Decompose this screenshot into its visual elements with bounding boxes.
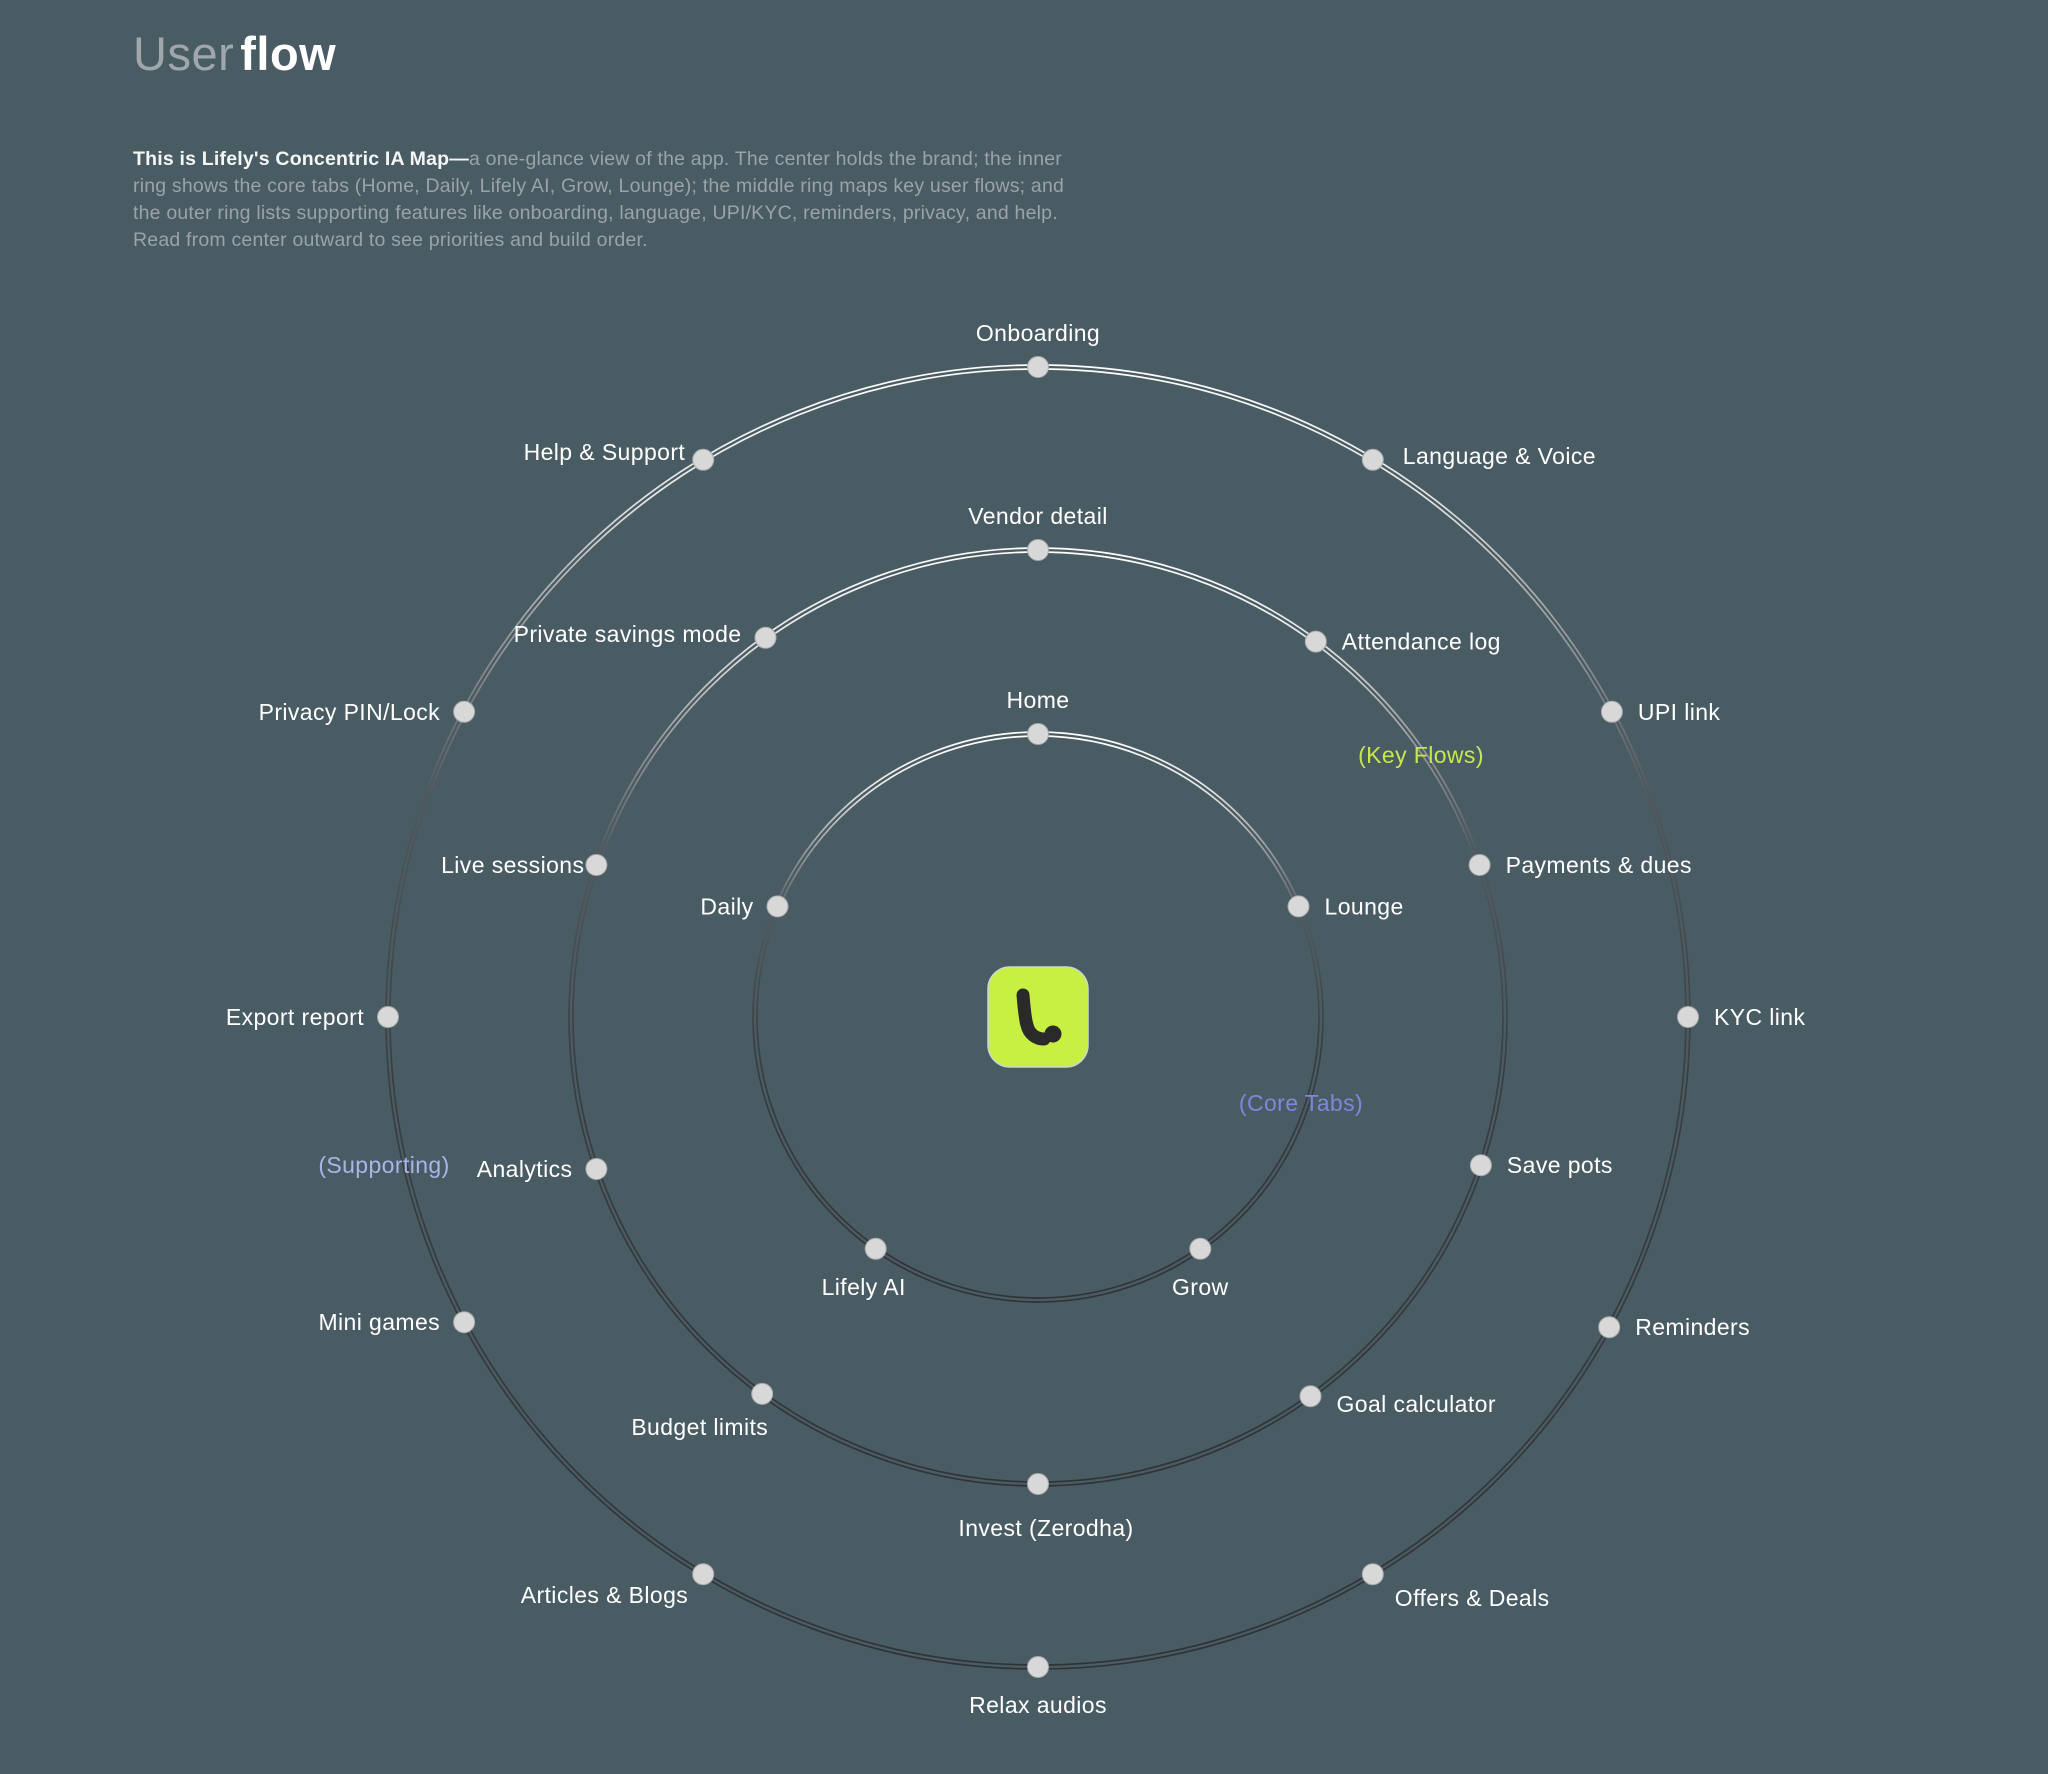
node-mini-games xyxy=(453,1311,476,1334)
node-relax-audios xyxy=(1027,1656,1049,1678)
node-vendor-detail xyxy=(1027,539,1049,561)
node-attendance-log xyxy=(1304,630,1327,653)
node-reminders xyxy=(1598,1316,1621,1339)
node-lifely-ai xyxy=(864,1237,887,1260)
node-label: Language & Voice xyxy=(1403,443,1596,469)
node-live-sessions xyxy=(585,854,608,876)
node-label: Grow xyxy=(1172,1274,1229,1300)
node-label: KYC link xyxy=(1714,1004,1805,1030)
node-analytics xyxy=(585,1158,608,1180)
node-label: Privacy PIN/Lock xyxy=(259,699,441,725)
node-kyc-link xyxy=(1677,1006,1699,1028)
node-label: Goal calculator xyxy=(1337,1391,1496,1417)
node-private-savings-mode xyxy=(754,626,777,649)
node-label: Articles & Blogs xyxy=(521,1582,688,1608)
node-lounge xyxy=(1287,895,1310,918)
ring-legend-label: (Key Flows) xyxy=(1358,742,1484,768)
node-budget-limits xyxy=(751,1382,774,1405)
node-label: Mini games xyxy=(318,1309,440,1335)
node-export-report xyxy=(377,1006,399,1028)
node-label: Save pots xyxy=(1507,1152,1613,1178)
node-save-pots xyxy=(1469,1154,1492,1177)
map-description: This is Lifely's Concentric IA Map—a one… xyxy=(133,146,1083,254)
node-label: Lifely AI xyxy=(822,1274,906,1300)
node-label: Export report xyxy=(226,1004,364,1030)
map-description-body: a one-glance view of the app. The center… xyxy=(133,148,1065,251)
node-label: Invest (Zerodha) xyxy=(958,1515,1133,1541)
ring-legend-label: (Supporting) xyxy=(318,1152,449,1178)
lifely-logo-icon xyxy=(987,966,1089,1068)
node-label: Budget limits xyxy=(631,1414,768,1440)
node-label: Help & Support xyxy=(524,439,686,465)
node-payments-dues xyxy=(1468,854,1491,876)
node-label: Offers & Deals xyxy=(1395,1585,1550,1611)
page-title-bold: flow xyxy=(240,27,337,80)
node-label: UPI link xyxy=(1638,699,1721,725)
lifely-logo-dot xyxy=(1044,1025,1062,1043)
node-label: Lounge xyxy=(1325,893,1404,919)
node-label: Analytics xyxy=(477,1156,573,1182)
node-label: Onboarding xyxy=(976,320,1100,346)
ring-legend-label: (Core Tabs) xyxy=(1239,1090,1363,1116)
node-articles-blogs xyxy=(692,1563,715,1586)
node-label: Daily xyxy=(700,893,753,919)
map-description-lead: This is Lifely's Concentric IA Map— xyxy=(133,148,469,170)
node-label: Attendance log xyxy=(1342,629,1501,655)
node-label: Private savings mode xyxy=(514,621,742,647)
node-privacy-pin-lock xyxy=(453,700,476,723)
node-label: Live sessions xyxy=(441,852,584,878)
node-help-support xyxy=(692,448,715,471)
node-offers-deals xyxy=(1361,1563,1384,1586)
node-label: Home xyxy=(1007,687,1070,713)
node-invest-zerodha- xyxy=(1027,1473,1049,1495)
lifely-logo-glyph xyxy=(1016,988,1051,1046)
center-logo xyxy=(987,966,1089,1068)
node-language-voice xyxy=(1361,448,1384,471)
node-goal-calculator xyxy=(1299,1385,1322,1408)
node-daily xyxy=(766,895,789,918)
page-title-light: User xyxy=(133,27,235,80)
node-upi-link xyxy=(1600,700,1623,723)
nodes-layer xyxy=(377,356,1699,1678)
node-label: Vendor detail xyxy=(968,503,1107,529)
ring-legend-layer: (Key Flows) (Core Tabs) (Supporting) xyxy=(318,742,1484,1178)
node-home xyxy=(1027,723,1049,745)
node-grow xyxy=(1189,1237,1212,1260)
node-label: Relax audios xyxy=(969,1692,1107,1718)
node-label: Reminders xyxy=(1635,1314,1750,1340)
node-label: Payments & dues xyxy=(1506,852,1692,878)
node-onboarding xyxy=(1027,356,1049,378)
